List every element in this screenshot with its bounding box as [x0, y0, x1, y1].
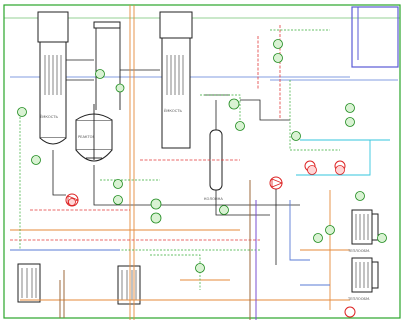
tank-right [159, 11, 193, 149]
alarm-tags [68, 165, 345, 206]
heat-exchanger-a [351, 209, 379, 245]
heat-exchanger-lower-left [17, 263, 41, 303]
label-hx-a: ТЕПЛООБМ. [347, 249, 370, 253]
pump-bottom-right [344, 306, 356, 318]
label-column: КОЛОННА [204, 197, 223, 201]
process-lines [52, 59, 300, 265]
cooling-lines [10, 200, 330, 286]
water-lines [296, 139, 390, 176]
instrument-tags [17, 39, 387, 273]
tank-left [37, 11, 69, 145]
column [204, 94, 230, 191]
misc-lines [59, 180, 257, 320]
label-hx-b: ТЕПЛООБМ. [347, 297, 370, 301]
steam-lines [10, 5, 350, 320]
vertical-vessel [93, 21, 121, 110]
heat-exchanger-b [351, 257, 379, 293]
label-tank-right: ЁМКОСТЬ [164, 108, 182, 113]
label-reactor: РЕАКТОР [78, 135, 95, 139]
label-tank-left: ЁМКОСТЬ [40, 114, 58, 119]
drawing-frame [3, 4, 401, 319]
heat-exchanger-lower-middle [117, 265, 141, 305]
pump-center [269, 176, 284, 190]
reactor [75, 104, 113, 162]
